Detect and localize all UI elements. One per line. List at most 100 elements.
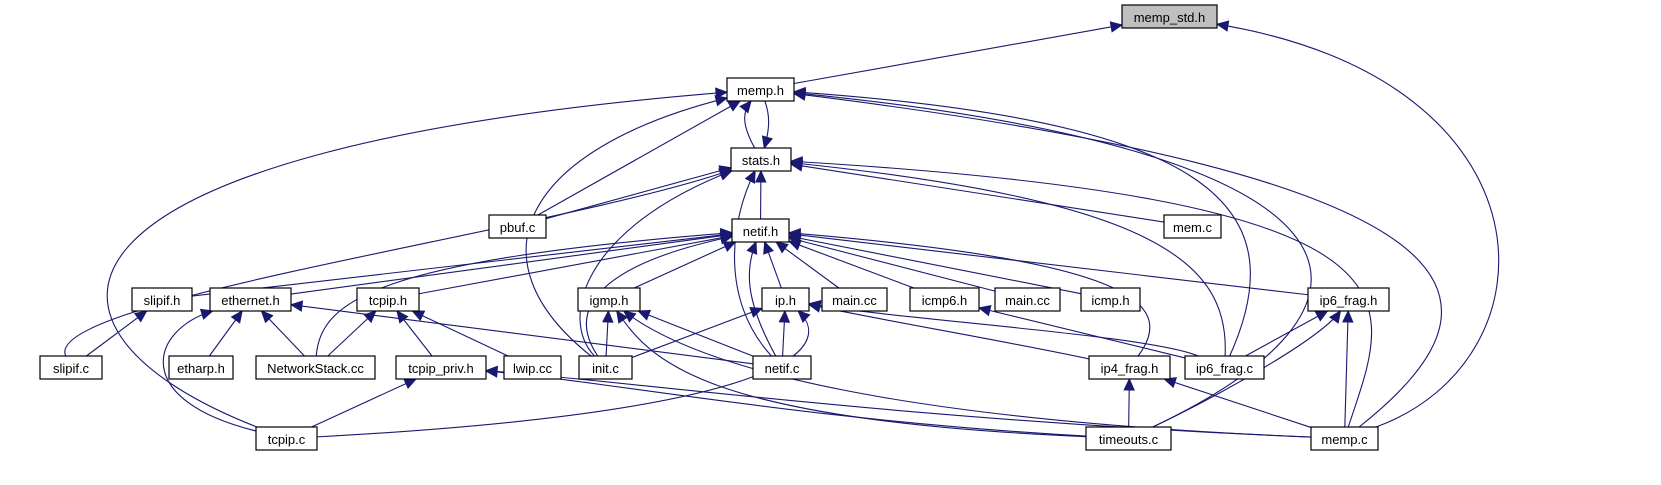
node-icmp-h[interactable]: icmp.h (1080, 287, 1141, 312)
node-netif-c[interactable]: netif.c (752, 355, 812, 380)
arrowhead-icon (789, 156, 803, 168)
node-netif-h[interactable]: netif.h (731, 218, 790, 243)
arrowhead-icon (715, 87, 729, 99)
edge-line (106, 91, 728, 428)
arrowhead-icon (403, 378, 418, 390)
node-ip6-frag-c[interactable]: ip6_frag.c (1184, 355, 1265, 380)
node-box (1080, 287, 1141, 312)
edge-line (793, 24, 1123, 85)
arrowhead-icon (763, 240, 775, 255)
edge-line (790, 160, 1373, 428)
edge-line (733, 170, 772, 357)
node-timeouts-c[interactable]: timeouts.c (1085, 426, 1172, 451)
node-box (356, 287, 420, 312)
arrowhead-icon (1215, 20, 1230, 32)
node-mem-c[interactable]: mem.c (1163, 214, 1222, 239)
edge-line (191, 233, 733, 297)
node-box (255, 426, 318, 451)
node-label: netif.c (765, 361, 800, 376)
arrowhead-icon (714, 95, 729, 107)
arrowhead-icon (1109, 21, 1124, 33)
edge-init_c-to-igmp_h (602, 309, 614, 357)
arrowhead-icon (792, 89, 807, 101)
edge-line (788, 232, 1151, 357)
edge-line (788, 233, 1309, 296)
edge-memp_h-to-stats_h (761, 100, 773, 150)
edge-line (788, 240, 915, 289)
node-box (1310, 426, 1379, 451)
edge-line (412, 310, 509, 357)
edge-main_cc_2-to-netif_h (787, 235, 996, 292)
edge-line (775, 241, 840, 289)
node-init-c[interactable]: init.c (578, 355, 633, 380)
node-label: memp.c (1321, 432, 1368, 447)
node-lwip-cc[interactable]: lwip.cc (503, 355, 562, 380)
node-tcpip-c[interactable]: tcpip.c (255, 426, 318, 451)
arrowhead-icon (363, 310, 377, 324)
arrowhead-icon (719, 233, 734, 245)
node-etharp-h[interactable]: etharp.h (168, 355, 234, 380)
node-box (1121, 4, 1218, 29)
node-label: ip6_frag.h (1320, 293, 1378, 308)
arrowhead-icon (230, 310, 243, 324)
node-memp-h[interactable]: memp.h (726, 77, 795, 102)
node-stats-h[interactable]: stats.h (730, 147, 792, 172)
node-ethernet-h[interactable]: ethernet.h (209, 287, 292, 312)
node-main-cc-1[interactable]: main.cc (821, 287, 888, 312)
edge-line (315, 232, 733, 357)
node-label: timeouts.c (1099, 432, 1159, 447)
arrowhead-icon (637, 309, 652, 321)
node-box (1085, 426, 1172, 451)
arrowhead-icon (616, 309, 629, 324)
edge-tcpip_c-to-ethernet_h (162, 308, 257, 432)
node-label: icmp6.h (922, 293, 968, 308)
edge-line (64, 169, 732, 357)
edge-line (311, 378, 417, 428)
node-box (577, 287, 641, 312)
arrowhead-icon (807, 300, 822, 312)
node-tcpip-h[interactable]: tcpip.h (356, 287, 420, 312)
node-slipif-c[interactable]: slipif.c (39, 355, 103, 380)
arrowhead-icon (787, 228, 801, 240)
node-ip-h[interactable]: ip.h (761, 287, 810, 312)
node-tcpip-priv-h[interactable]: tcpip_priv.h (395, 355, 487, 380)
graph-nodes: memp_std.h memp.h stats.h pbuf.c netif.h mem.… (39, 4, 1390, 451)
node-label: ip4_frag.h (1101, 361, 1159, 376)
arrowhead-icon (749, 307, 764, 318)
edge-timeouts_c-to-igmp_h (616, 309, 1087, 438)
edge-line (545, 167, 732, 220)
edge-netif_c-to-netif_h (746, 240, 777, 357)
node-main-cc-2[interactable]: main.cc (994, 287, 1061, 312)
arrowhead-icon (722, 241, 737, 253)
node-label: mem.c (1173, 220, 1213, 235)
arrowhead-icon (718, 169, 733, 181)
node-memp-c[interactable]: memp.c (1310, 426, 1379, 451)
arrowhead-icon (727, 100, 742, 112)
edge-ip6_frag_c-to-icmp6_h (977, 304, 1186, 359)
node-ip4-frag-h[interactable]: ip4_frag.h (1088, 355, 1171, 380)
node-box (578, 355, 633, 380)
node-box (730, 147, 792, 172)
node-label: NetworkStack.cc (267, 361, 364, 376)
node-box (168, 355, 234, 380)
node-box (395, 355, 487, 380)
arrowhead-icon (1342, 309, 1354, 323)
node-memp-std-h[interactable]: memp_std.h (1121, 4, 1218, 29)
node-box (39, 355, 103, 380)
node-pbuf-c[interactable]: pbuf.c (488, 214, 547, 239)
node-box (821, 287, 888, 312)
node-slipif-h[interactable]: slipif.h (131, 287, 193, 312)
node-label: icmp.h (1091, 293, 1129, 308)
node-ip6-frag-h[interactable]: ip6_frag.h (1307, 287, 1390, 312)
node-icmp6-h[interactable]: icmp6.h (909, 287, 980, 312)
node-networkstack-cc[interactable]: NetworkStack.cc (255, 355, 376, 380)
edge-ip4_frag_h-to-netif_h (787, 228, 1151, 357)
edge-init_c-to-memp_h (525, 95, 729, 357)
edge-line (525, 97, 728, 357)
arrowhead-icon (411, 310, 426, 322)
node-box (255, 355, 376, 380)
node-igmp-h[interactable]: igmp.h (577, 287, 641, 312)
edge-line (579, 170, 732, 357)
arrowhead-icon (199, 308, 214, 320)
node-label: ip6_frag.c (1196, 361, 1254, 376)
